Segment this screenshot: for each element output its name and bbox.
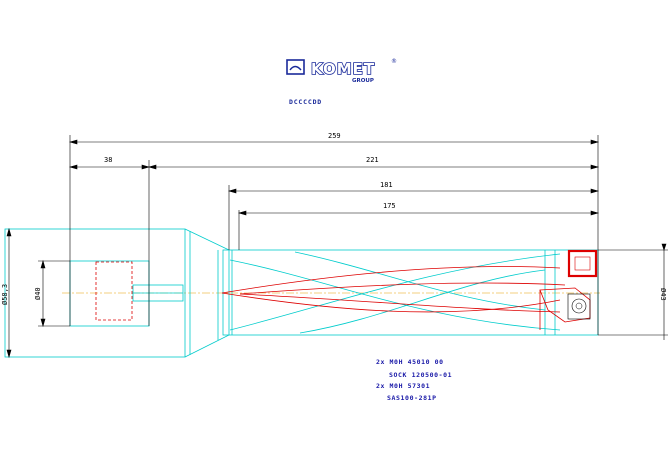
logo-brand: KOMET [311,60,375,78]
outer-insert [567,249,598,278]
komet-logo: KOMET ® GROUP [286,58,397,84]
article-code: DCCCCDD [289,98,322,106]
note-line-3: 2x M0H 57301 [376,382,430,390]
dimension-lines [6,135,668,359]
insert-screw [571,298,587,314]
coolant-channel-1 [221,266,561,294]
outer-insert-inner [574,256,591,271]
flute-curve-1 [229,259,561,331]
arrow-flange-top [6,227,12,237]
shank-bore [69,260,150,327]
arrow-overall-left [68,139,78,145]
arrow-flute-right [590,188,600,194]
dim-body-diameter: Ø43 [659,288,667,301]
dim-flute-length: 181 [380,181,393,189]
arrow-body-left [147,164,157,170]
cutting-geometry [95,261,591,330]
logo-group: GROUP [352,78,374,84]
center-insert [567,293,591,320]
arrow-body-right [590,164,600,170]
arrow-shank-right [141,164,151,170]
arrow-shank-left [68,164,78,170]
shank-insert [95,261,133,321]
arrow-shank-dia-top [40,259,46,269]
arrow-shank-dia-bottom [40,318,46,328]
arrow-overall-right [590,139,600,145]
dim-shank-length: 38 [104,156,112,164]
dim-drill-depth: 175 [383,202,396,210]
coolant-channel-3 [239,282,566,295]
note-line-4: SAS100-281P [387,394,437,402]
flute-curve-4 [299,269,546,334]
coolant-channel-4 [239,293,561,313]
logo-box-icon [286,59,305,75]
arrow-body-dia-top [661,243,667,251]
holder-neck [184,228,230,358]
dim-flange-diameter: Ø58,3 [1,284,9,305]
dim-overall-length: 259 [328,132,341,140]
flute-curve-2 [229,253,561,331]
arrow-depth-right [590,210,600,216]
logo-reg: ® [391,58,397,65]
drill-body [217,249,599,340]
note-line-2: SOCK 120500-01 [389,371,452,379]
logo-mark-icon [289,65,302,71]
insert-screw-center [575,302,583,310]
arrow-flange-bottom [6,349,12,359]
dim-shank-diameter: Ø40 [34,287,42,300]
holder-base [4,228,186,358]
coolant-channel-2 [221,292,561,313]
dim-body-length: 221 [366,156,379,164]
note-line-1: 2x M0H 45010 00 [376,358,444,366]
body-outline [222,249,599,336]
arrow-depth-left [237,210,247,216]
arrow-flute-left [227,188,237,194]
